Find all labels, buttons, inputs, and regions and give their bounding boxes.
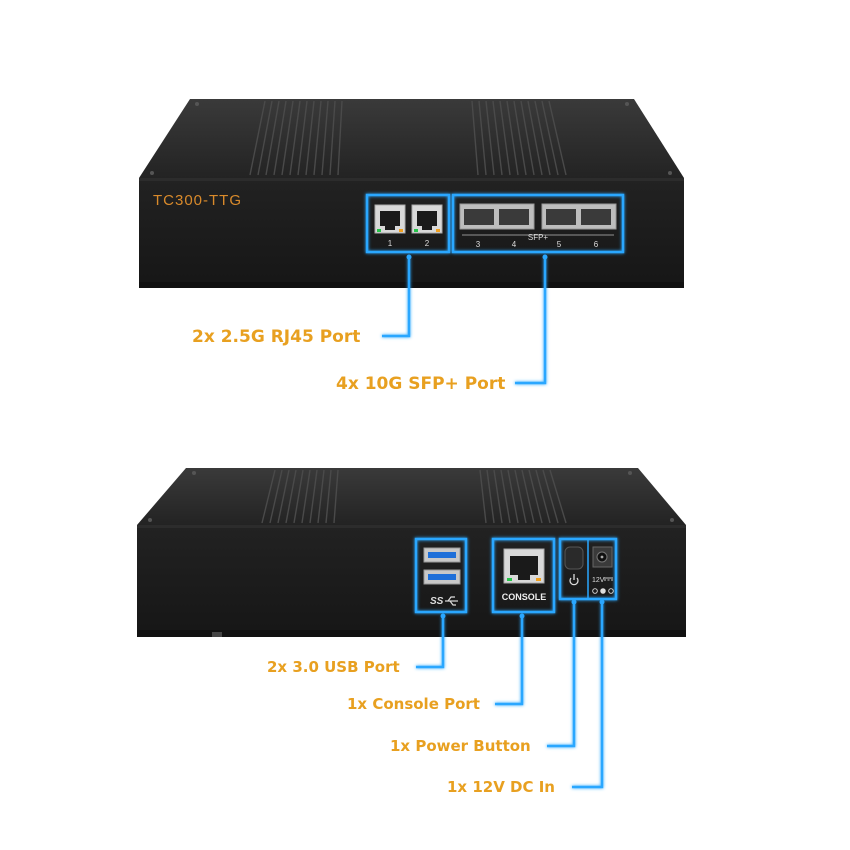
rear-device-top	[137, 468, 686, 525]
sfp-number-3: 3	[476, 240, 481, 249]
usb-port-1	[423, 547, 461, 563]
dc-callout: 1x 12V DC In	[447, 778, 555, 796]
model-label: TC300-TTG	[153, 192, 242, 209]
power-icon	[569, 574, 579, 586]
sfp-group-label: SFP+	[528, 233, 549, 242]
rj45-number-1: 1	[388, 239, 393, 248]
usb-callout: 2x 3.0 USB Port	[267, 658, 400, 676]
front-device: TC300-TTG 1 2 SFP+ 3 4	[139, 99, 684, 385]
console-callout: 1x Console Port	[347, 695, 480, 713]
usb-port-2	[423, 569, 461, 585]
rj45-port-1	[374, 204, 406, 234]
sfp-number-6: 6	[594, 240, 599, 249]
rj45-number-2: 2	[425, 239, 430, 248]
power-dc-highlight-box	[558, 537, 618, 601]
usb-trident-icon	[445, 596, 458, 606]
dc-label: 12V	[592, 577, 605, 584]
sfp-number-4: 4	[512, 240, 517, 249]
rj45-leader-line	[382, 257, 411, 338]
usb-logo: SS	[430, 596, 444, 607]
front-heatsink-fins	[249, 100, 567, 176]
rear-device: SS CONSOLE 12V	[137, 468, 686, 789]
sfp-callout: 4x 10G SFP+ Port	[336, 374, 506, 394]
dc-leader-line	[572, 602, 604, 789]
console-label: CONSOLE	[502, 592, 547, 602]
console-highlight-box	[491, 537, 556, 614]
usb-leader-line	[416, 616, 445, 669]
rj45-callout: 2x 2.5G RJ45 Port	[192, 327, 361, 347]
front-device-top	[139, 99, 684, 178]
rj45-highlight-box	[365, 193, 451, 254]
rear-heatsink-fins	[261, 469, 567, 524]
power-leader-line	[547, 602, 576, 748]
power-callout: 1x Power Button	[390, 737, 531, 755]
power-button	[564, 546, 584, 570]
console-port	[503, 548, 545, 584]
usb-highlight-box	[414, 537, 468, 614]
rear-device-face	[137, 525, 686, 637]
sfp-leader-line	[515, 257, 547, 385]
sfp-highlight-box	[451, 193, 625, 254]
console-leader-line	[495, 616, 524, 706]
dc-jack	[592, 546, 613, 568]
rj45-port-2	[411, 204, 443, 234]
dc-symbol-icon	[592, 577, 614, 594]
sfp-cages	[459, 203, 617, 236]
sfp-number-5: 5	[557, 240, 562, 249]
